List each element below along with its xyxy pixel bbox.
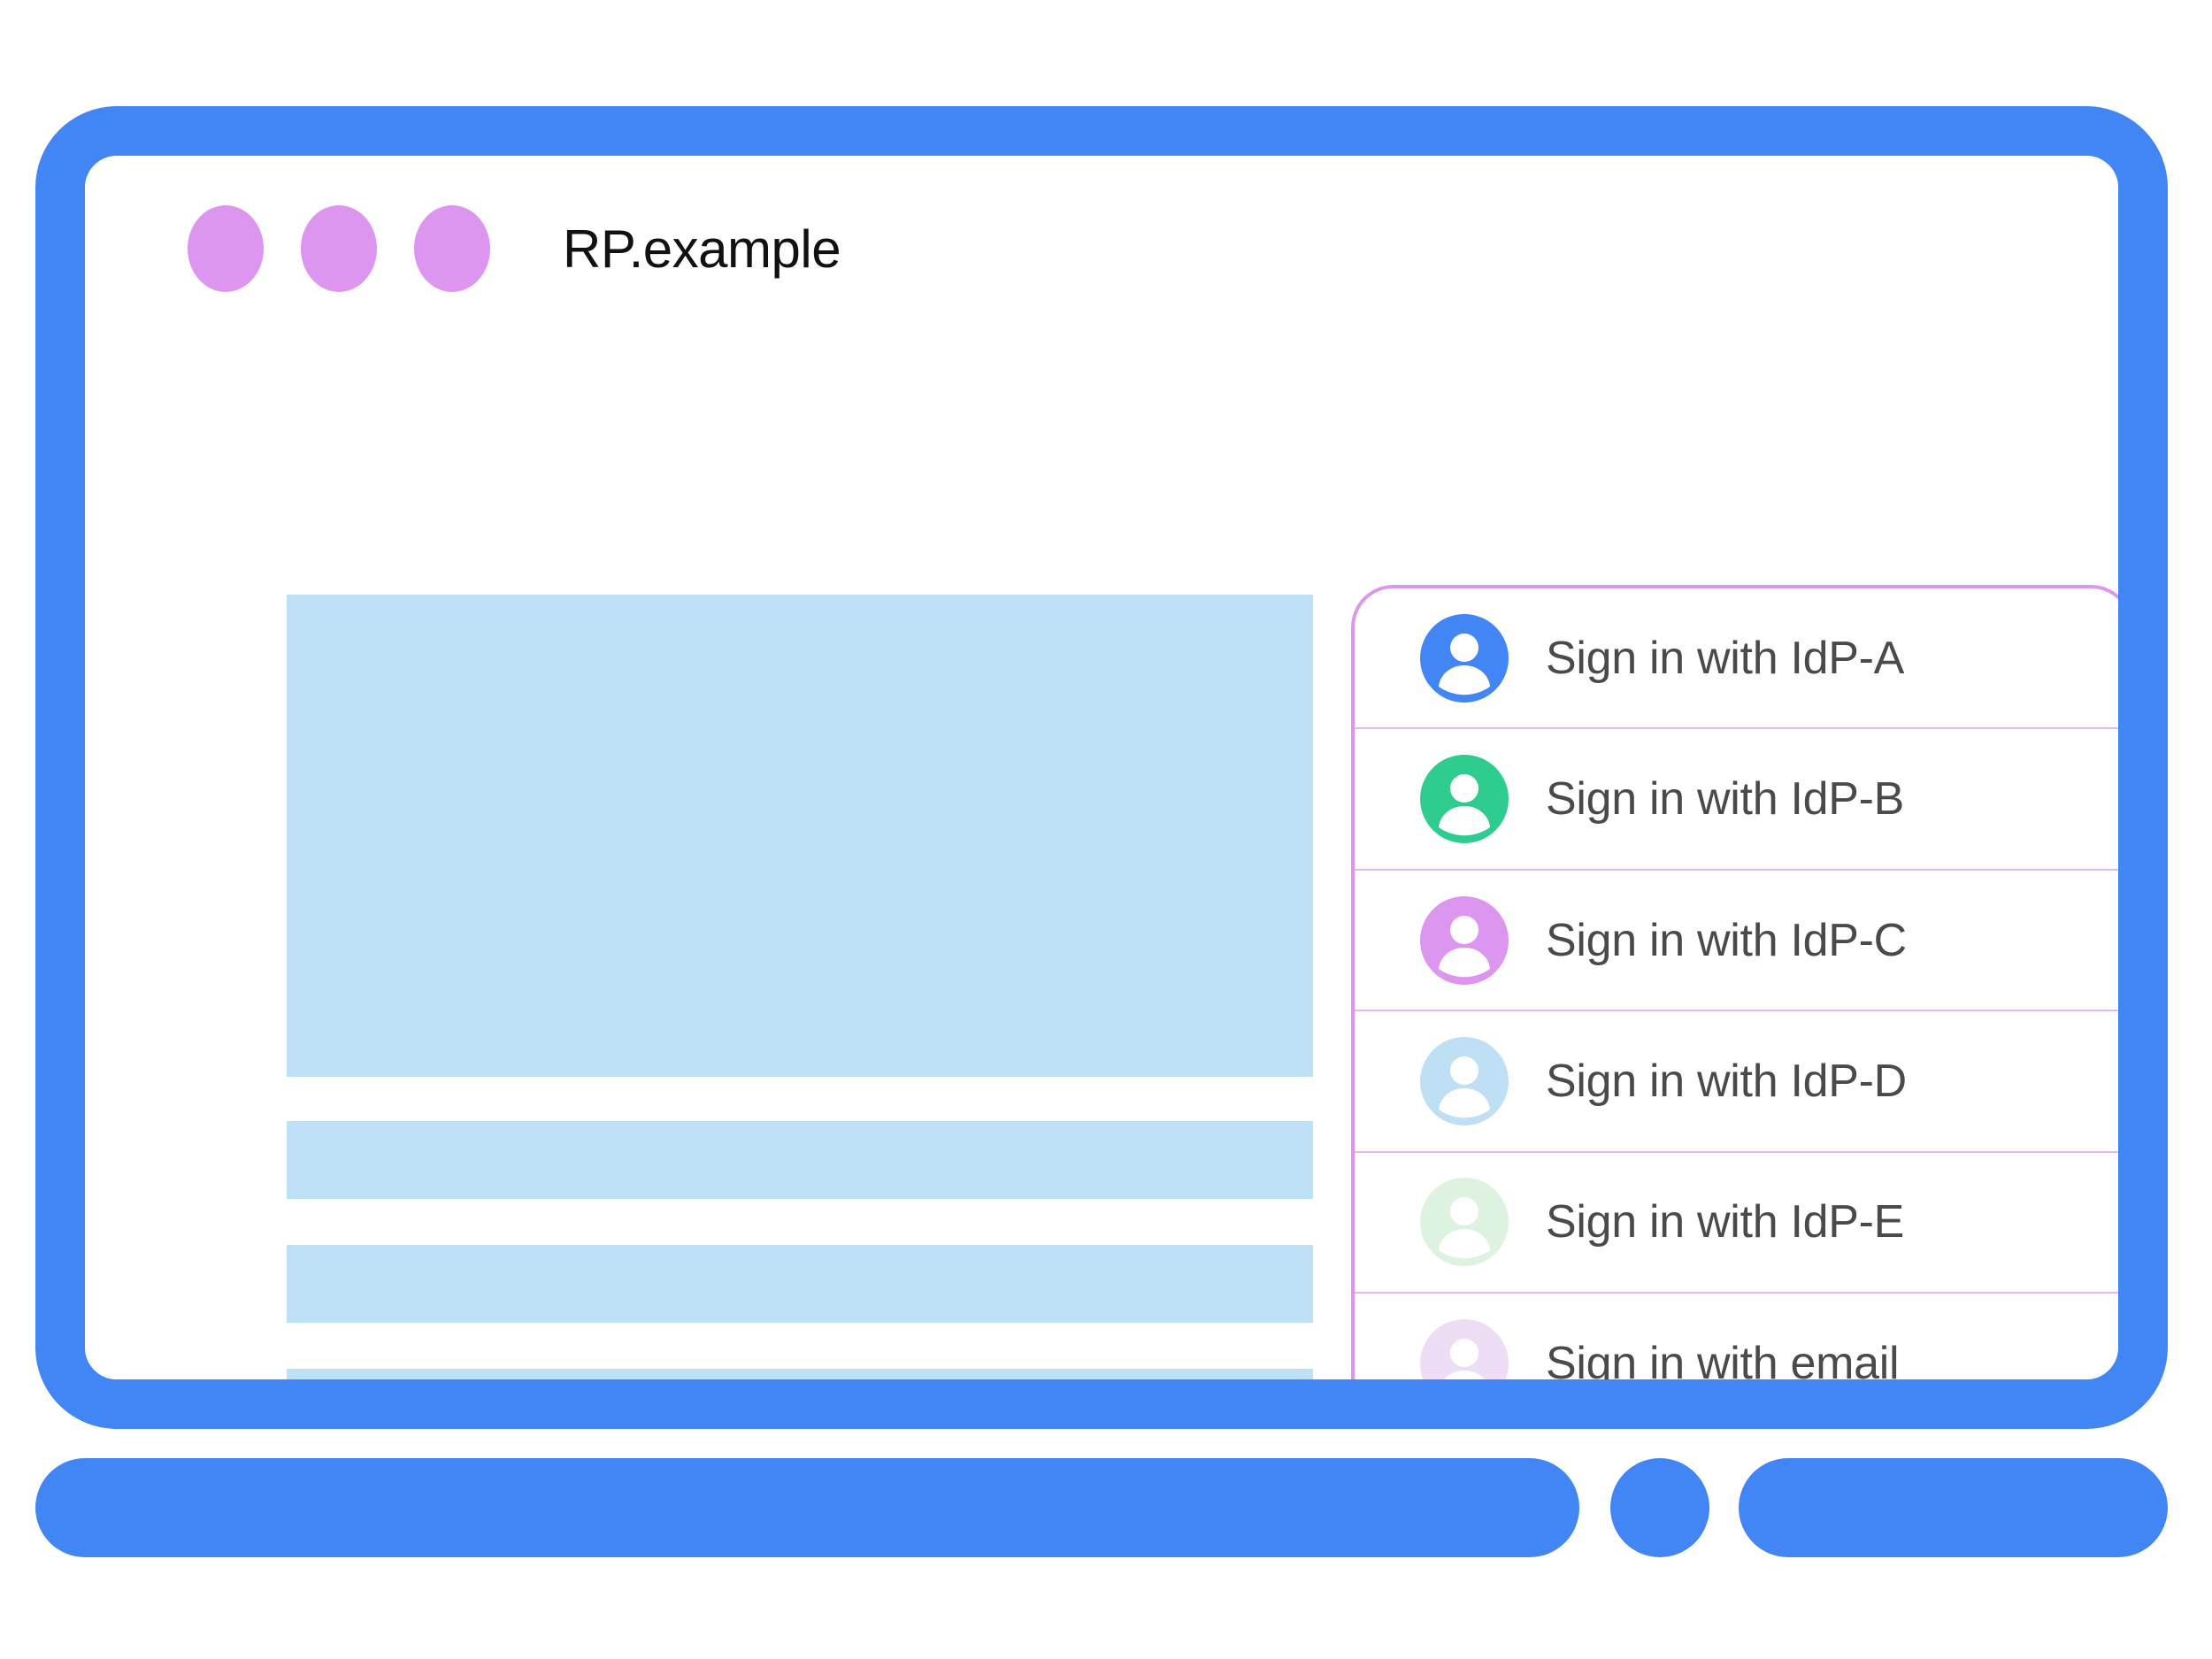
account-list: Sign in with IdP-A Sign in with IdP-B Sign… [1355,588,2118,1379]
home-button[interactable] [1610,1458,1709,1557]
window-dot-close-icon[interactable] [188,205,264,292]
placeholder-line-1 [287,1121,1313,1199]
person-avatar-icon [1420,1318,1509,1379]
page-content-placeholders [287,595,1313,1379]
account-label: Sign in with IdP-E [1546,1196,1905,1248]
placeholder-hero-block [287,595,1313,1077]
person-avatar-icon [1420,613,1509,703]
account-row[interactable]: Sign in with IdP-B [1355,729,2118,871]
account-chooser-panel: Sign in with IdP-A Sign in with IdP-B Sign… [1351,585,2118,1379]
placeholder-line-3 [287,1369,1313,1379]
account-label: Sign in with IdP-D [1546,1055,1907,1107]
person-avatar-icon [1420,755,1509,844]
window-titlebar: RP.example [85,156,2118,342]
bezel-bar-right [1739,1458,2168,1557]
account-label: Sign in with email [1546,1337,1900,1379]
account-row[interactable]: Sign in with IdP-E [1355,1152,2118,1294]
person-avatar-icon [1420,895,1509,985]
window-dot-maximize-icon[interactable] [414,205,490,292]
person-avatar-icon [1420,1178,1509,1267]
window-controls [188,205,490,292]
window-dot-minimize-icon[interactable] [301,205,377,292]
account-row[interactable]: Sign in with IdP-C [1355,870,2118,1012]
account-label: Sign in with IdP-A [1546,632,1905,684]
account-row[interactable]: Sign in with email [1355,1294,2118,1379]
person-avatar-icon [1420,1036,1509,1125]
account-label: Sign in with IdP-B [1546,773,1905,826]
account-label: Sign in with IdP-C [1546,914,1907,966]
bezel-bar-left [35,1458,1579,1557]
account-row[interactable]: Sign in with IdP-D [1355,1011,2118,1153]
account-row[interactable]: Sign in with IdP-A [1355,588,2118,730]
placeholder-line-2 [287,1245,1313,1323]
page-title: RP.example [563,219,841,279]
